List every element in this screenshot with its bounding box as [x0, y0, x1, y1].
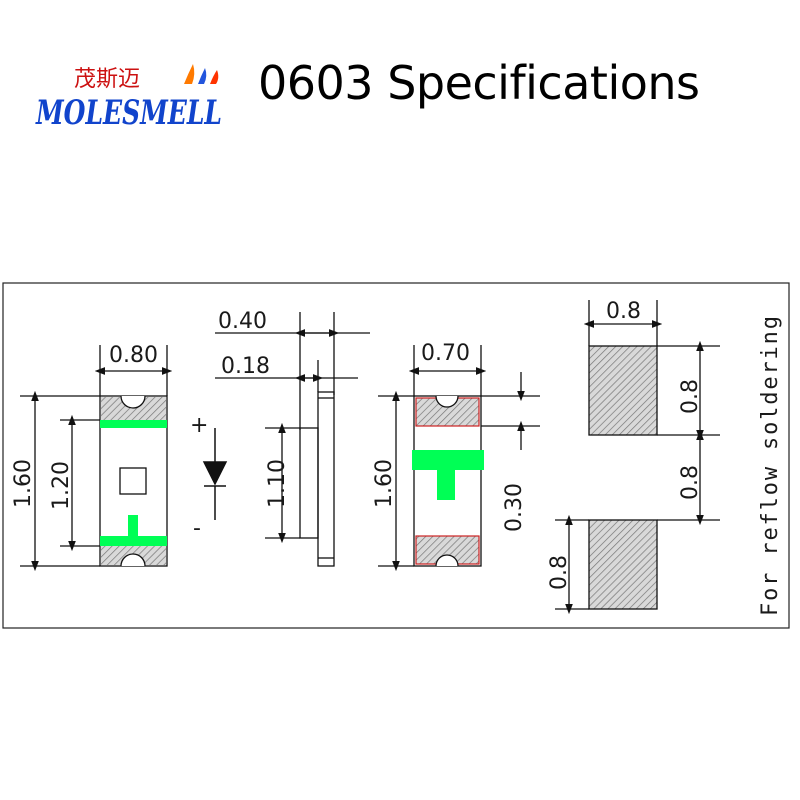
body-height-label: 1.10: [265, 459, 290, 508]
side-lens-outline: [299, 427, 319, 539]
flame-icon: [210, 70, 219, 84]
cathode-mark: [128, 515, 138, 539]
upper-pad: [588, 345, 658, 436]
page-title: 0603 Specifications: [258, 56, 700, 110]
bottom-view: [378, 345, 540, 572]
front-length-label: 1.60: [11, 459, 36, 508]
front-view: [20, 345, 173, 572]
pad-width-label: 0.8: [606, 299, 641, 324]
logo-latin-text: MOLESMELL: [35, 93, 222, 130]
logo-chinese-text: 茂斯迈: [74, 67, 140, 92]
diode-symbol: [202, 428, 228, 520]
bottom-length-label: 1.60: [372, 459, 397, 508]
chip-die: [119, 467, 147, 495]
lower-pad: [588, 519, 658, 610]
anode-sign: +: [190, 413, 208, 438]
polarity-stem: [437, 470, 455, 500]
anode-pad: [100, 420, 167, 428]
flame-icon: [184, 64, 195, 84]
side-body-outline: [317, 391, 335, 567]
polarity-bar: [412, 450, 484, 470]
lower-pad-height-label: 0.8: [547, 555, 572, 590]
front-pad-span-label: 1.20: [49, 461, 74, 510]
cathode-sign: -: [193, 516, 201, 541]
lens-thickness-label: 0.18: [221, 354, 270, 379]
overall-thickness-label: 0.40: [218, 309, 267, 334]
gap-label: 0.8: [678, 465, 703, 500]
drawing-frame: [2, 282, 790, 629]
brand-logo: 茂斯迈 MOLESMELL: [35, 64, 222, 130]
soldering-note: For reflow soldering: [758, 316, 783, 616]
flame-icon: [198, 68, 207, 84]
front-width-label: 0.80: [109, 343, 158, 368]
pad-height-label: 0.30: [502, 483, 527, 532]
pad-height-label: 0.8: [678, 379, 703, 414]
side-view: [215, 312, 370, 567]
solder-footprint: [555, 300, 720, 615]
bottom-width-label: 0.70: [421, 341, 470, 366]
cathode-pad: [100, 536, 167, 546]
